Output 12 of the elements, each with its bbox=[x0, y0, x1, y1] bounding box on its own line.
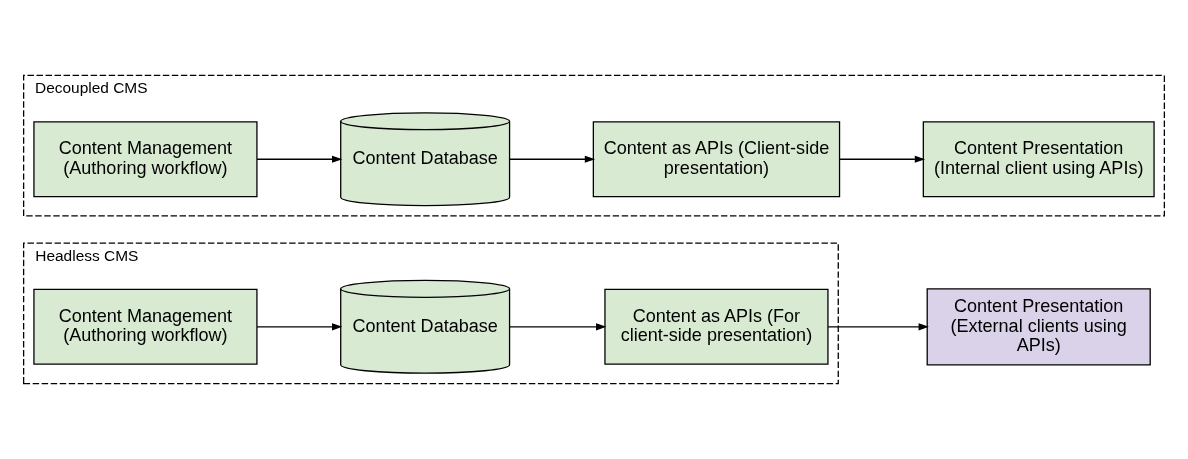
arrow bbox=[839, 155, 926, 163]
arrow bbox=[509, 155, 596, 163]
node-box: Content Presentation (Internal client using APIs) bbox=[922, 121, 1155, 198]
arrow bbox=[256, 323, 343, 331]
node-box: Content Presentation (External clients using APIs) bbox=[926, 288, 1151, 366]
node-box: Content as APIs (Client-side presentation) bbox=[592, 121, 841, 198]
arrow bbox=[509, 323, 607, 331]
node-box: Content Management (Authoring workflow) bbox=[33, 121, 258, 198]
node-box: Content as APIs (For client-side presentation) bbox=[604, 288, 829, 365]
node-box: Content Management (Authoring workflow) bbox=[33, 288, 258, 365]
arrow bbox=[256, 155, 343, 163]
arrow bbox=[827, 323, 929, 331]
